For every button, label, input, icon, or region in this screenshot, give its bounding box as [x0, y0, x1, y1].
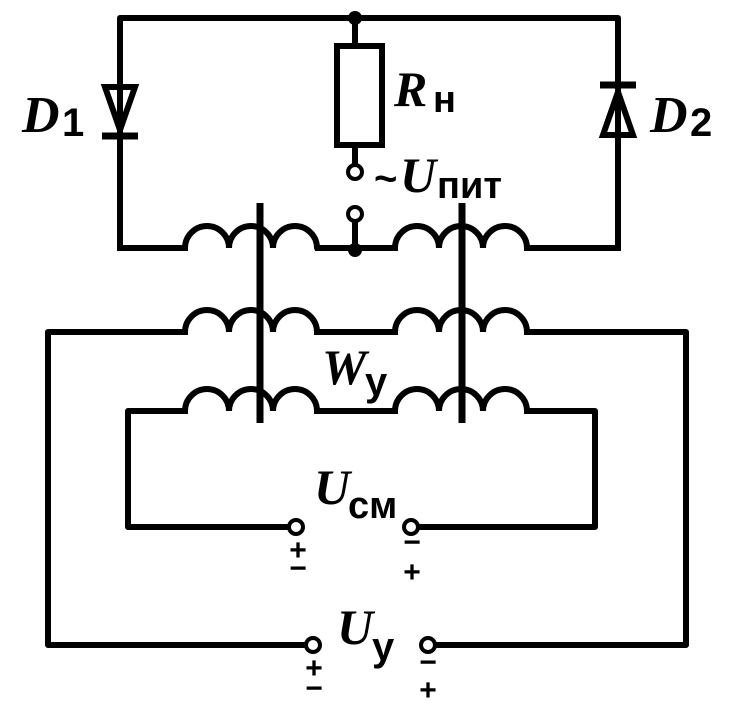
resistor-rn-symbol [334, 43, 385, 148]
label-wy: W у [322, 339, 388, 404]
polarity-ucm-right: − + [403, 526, 421, 589]
supply-terminal-bottom [346, 205, 364, 223]
label-uy: U у [337, 599, 395, 669]
control-winding-wy-coils [182, 307, 530, 335]
svg-text:1: 1 [62, 101, 84, 145]
svg-text:R: R [393, 61, 427, 117]
polarity-ucm-left: + − [289, 534, 307, 585]
ucm-terminal-right [402, 518, 420, 536]
bias-winding-coils [182, 386, 530, 414]
bias-circuit-wiring [125, 408, 598, 530]
supply-terminal-top [346, 163, 364, 181]
load-winding-coils [182, 223, 530, 251]
svg-text:+: + [419, 674, 437, 707]
svg-text:у: у [372, 625, 395, 669]
polarity-uy-left: + − [305, 652, 323, 705]
control-circuit-wiring [45, 329, 689, 648]
svg-text:см: см [348, 485, 397, 527]
svg-text:у: у [365, 360, 388, 404]
label-d2: D 2 [649, 87, 712, 145]
svg-text:+: + [289, 534, 307, 567]
svg-text:D: D [21, 87, 60, 144]
label-ucm: U см [314, 459, 397, 527]
svg-text:D: D [649, 87, 688, 144]
diode-d2-symbol [598, 81, 638, 138]
svg-text:−: − [419, 646, 437, 679]
label-d1: D 1 [21, 87, 84, 145]
uy-terminal-left [304, 636, 322, 654]
ucm-terminal-left [287, 518, 305, 536]
svg-text:+: + [403, 556, 421, 589]
junction-dot-center [348, 243, 362, 257]
label-rn: R н [393, 61, 456, 121]
diode-d1-symbol [100, 84, 140, 140]
svg-text:+: + [305, 652, 323, 685]
svg-text:W: W [322, 339, 370, 395]
junction-dot-top [348, 11, 362, 25]
svg-text:2: 2 [690, 101, 712, 145]
svg-text:U: U [337, 599, 376, 655]
label-upit: ~ U пит [374, 147, 502, 207]
svg-text:U: U [400, 147, 439, 203]
load-circuit-wiring [117, 15, 621, 251]
svg-text:~: ~ [374, 157, 397, 201]
svg-text:н: н [433, 79, 456, 121]
polarity-uy-right: − + [419, 646, 437, 707]
svg-text:пит: пит [437, 165, 502, 207]
svg-text:−: − [289, 552, 307, 585]
svg-text:U: U [314, 459, 353, 515]
svg-text:−: − [305, 672, 323, 705]
uy-terminal-right [419, 636, 437, 654]
svg-text:−: − [403, 526, 421, 559]
